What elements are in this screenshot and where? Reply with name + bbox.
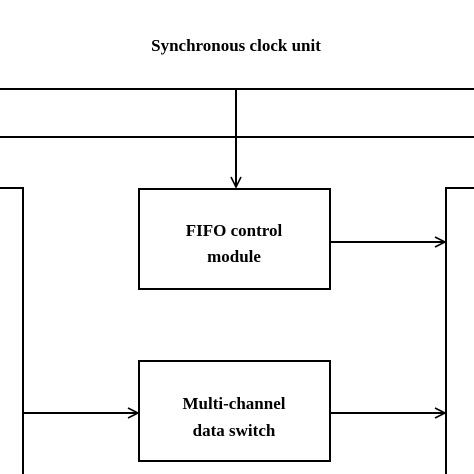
sync-clock-unit-label: Synchronous clock unit [151,36,321,55]
fifo-control-module-label-line1: FIFO control [186,221,283,240]
fifo-control-module-label-line2: module [207,247,261,266]
fifo-control-module-box [138,188,331,290]
left-module-box [0,187,24,474]
data-switch-label-line2: data switch [193,421,276,440]
right-module-box [445,187,474,474]
data-switch-label-line1: Multi-channel [183,394,286,413]
data-switch-box [138,360,331,462]
